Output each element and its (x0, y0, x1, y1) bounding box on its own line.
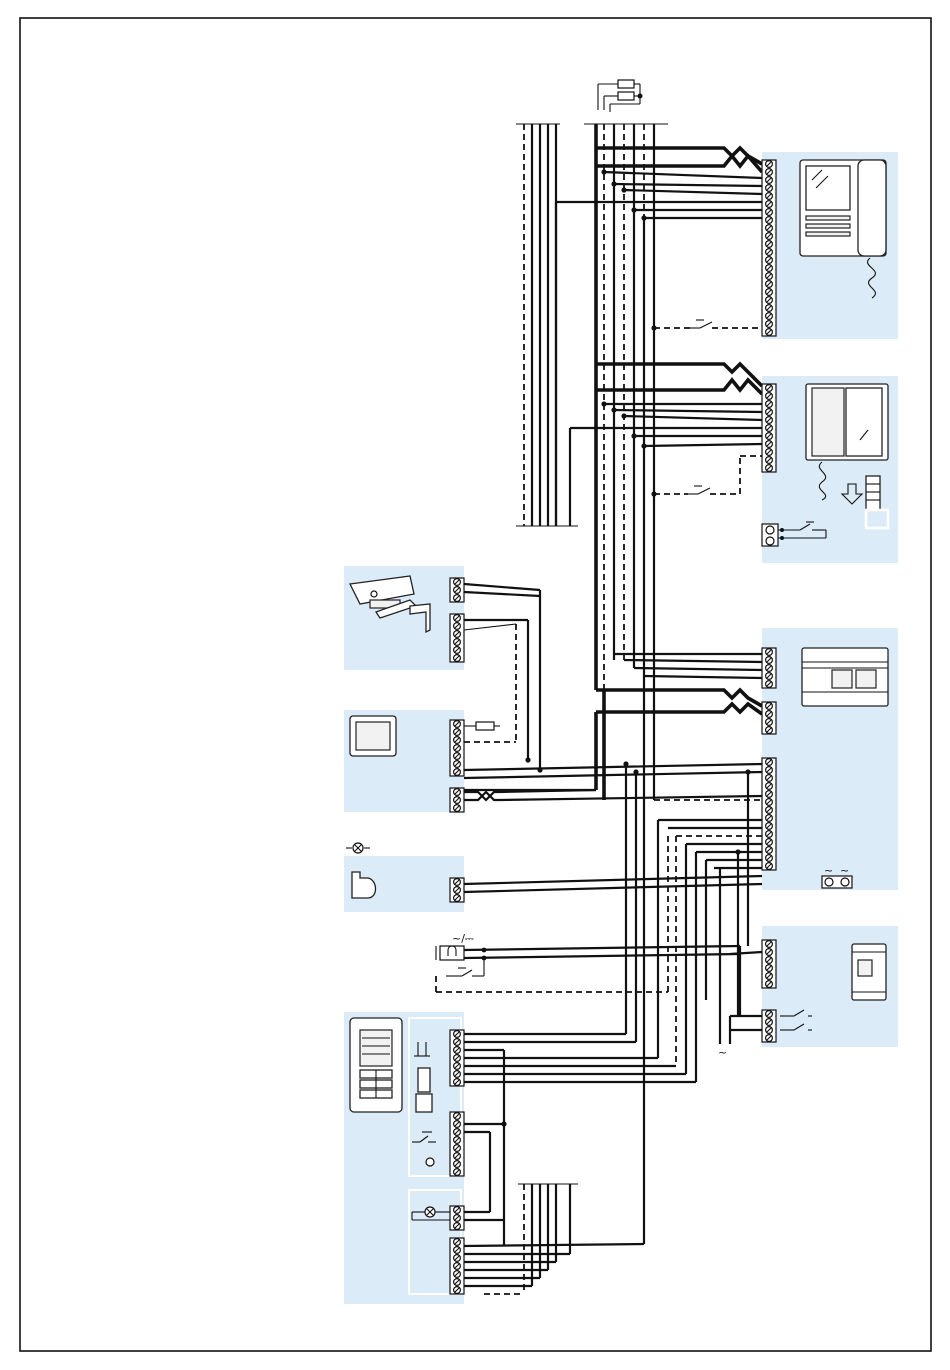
terminal-strip-psu-top (762, 648, 776, 688)
terminal-strip-camera-a (450, 578, 464, 602)
terminal-strip-door-entry-c (450, 1238, 464, 1294)
terminal-strip-relay-b (762, 1010, 776, 1042)
camera-wiring (464, 584, 543, 773)
termination-resistor-icon (598, 80, 643, 112)
riser-bundle-main (584, 124, 668, 800)
terminal-strip-psu-lower (762, 758, 776, 870)
monitor-2-wiring (570, 364, 762, 526)
terminal-strip-relay-a (762, 940, 776, 988)
power-supply-wiring (596, 654, 762, 800)
door-entry-panel-icon (350, 1018, 402, 1112)
terminal-strip-small-monitor (450, 720, 464, 776)
terminal-strip-monitor-1 (762, 160, 776, 336)
terminal-strip-door-entry-a (450, 1030, 464, 1086)
terminal-strip-psu-bus (762, 702, 776, 734)
tilde-bottom: ~ (718, 1046, 727, 1059)
terminal-strip-door-entry-lamp (450, 1206, 464, 1230)
lock-wiring (436, 836, 740, 992)
terminal-strip-bell (450, 878, 464, 902)
bell-wiring (464, 876, 762, 892)
psu-tilde-right: ~ (840, 864, 849, 877)
terminal-strip-camera-b (450, 614, 464, 662)
psu-tilde-left: ~ (824, 864, 833, 877)
relay-module-icon (852, 944, 886, 1000)
terminal-strip-monitor-2 (762, 384, 776, 472)
ac-dc-label: ~/⎓ (452, 932, 474, 945)
power-supply-icon (802, 648, 888, 706)
riser-bundle-left (516, 124, 578, 526)
monitor-icon (350, 716, 396, 756)
monitor-1-wiring (556, 148, 762, 526)
terminal-strip-door-entry-b (450, 1112, 464, 1176)
electric-lock-icon: ~/⎓ (436, 932, 474, 960)
terminal-strip-small-monitor-bus (450, 788, 464, 812)
door-entry-wiring (464, 218, 706, 1294)
